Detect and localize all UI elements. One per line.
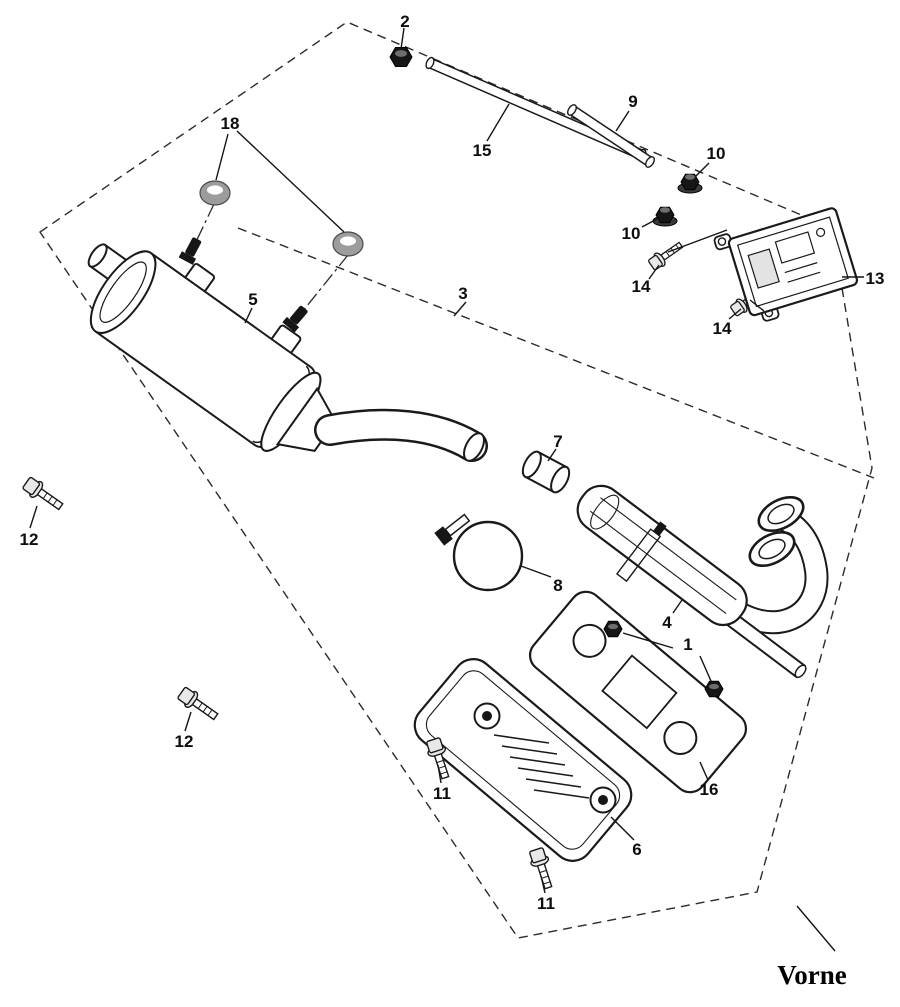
part-label-3: 3 [458,284,467,303]
flange-nut-upper [677,173,703,194]
part-label-18: 18 [221,114,240,133]
heat-shield [413,658,633,862]
mount-bracket [528,590,748,794]
cdi-unit [713,207,859,322]
frame-boundary-outline [39,21,873,939]
flange-nut-lower [652,206,678,227]
mid-pipe [314,408,488,462]
bolt-11-left [426,737,450,780]
part-label-1: 1 [683,635,692,654]
leader-lines [29,27,864,952]
part-label-14-lower: 14 [713,319,732,338]
part-labels: 2 9 15 10 10 14 13 14 18 5 3 7 12 8 4 1 … [20,12,885,913]
orientation-label-vorne: Vorne [777,960,847,990]
shield-washer-front [473,702,501,730]
part-label-8: 8 [553,576,562,595]
mounting-rod-short [567,104,655,168]
bolt-12-lower [177,686,219,721]
gasket-centerlines [192,203,349,318]
part-label-4: 4 [662,613,672,632]
header-heat-shield [576,484,748,627]
part-label-10-upper: 10 [707,144,726,163]
part-label-14-upper: 14 [632,277,651,296]
part-label-11-left: 11 [433,784,451,803]
gasket-ring-front [199,180,231,206]
header-pipe [576,484,829,679]
exhaust-clamp [434,513,524,592]
part-label-13: 13 [866,269,885,288]
muffler-stud-rear [282,305,308,333]
part-label-15: 15 [473,141,492,160]
heat-shield-louvers [493,734,590,799]
part-label-9: 9 [628,92,637,111]
part-label-11-bottom: 11 [537,894,555,913]
part-label-16: 16 [700,780,719,799]
part-label-6: 6 [632,840,641,859]
part-label-5: 5 [248,290,257,309]
muffler [87,243,337,452]
port-flanges [748,495,805,568]
gasket-ring-rear [332,231,364,257]
pipe-nut-rear [704,680,724,698]
part-label-12-left: 12 [20,530,39,549]
bolt-12-left [22,476,64,511]
pipe-nut-front [603,620,623,638]
assembly-reference-line [237,227,875,479]
shield-washer-rear [589,786,617,814]
cap-nut [389,47,413,67]
bolt-11-bottom [529,847,553,890]
part-label-10-lower: 10 [622,224,641,243]
pipe-sleeve [521,450,571,494]
part-label-2: 2 [400,12,409,31]
part-label-12-lower: 12 [175,732,194,751]
muffler-stud-front [178,237,202,265]
part-label-7: 7 [553,432,562,451]
